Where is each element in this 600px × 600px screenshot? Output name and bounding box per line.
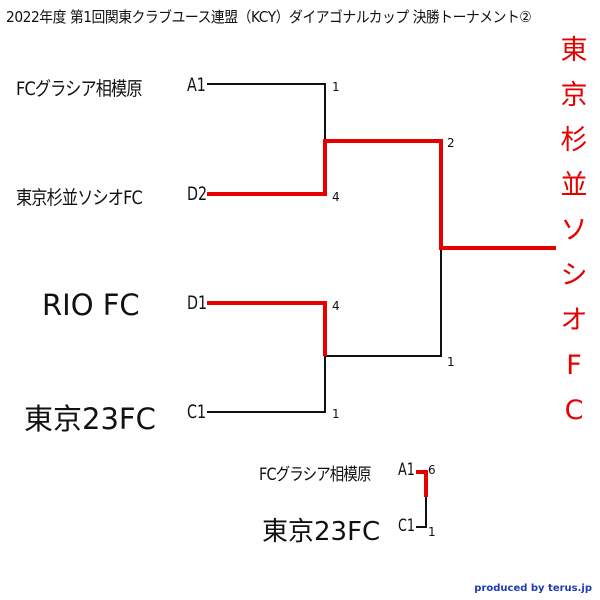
team-seed: A1 <box>187 74 206 96</box>
team-name: RIO FC <box>42 288 140 322</box>
score: 1 <box>332 407 340 421</box>
champion-char: 京 <box>560 80 588 111</box>
champion-char: オ <box>560 305 588 336</box>
team-name: FCグラシア相模原 <box>259 465 371 485</box>
line-team1 <box>207 83 326 141</box>
team-name: 東京23FC <box>262 517 381 547</box>
score: 1 <box>447 355 455 369</box>
score: 1 <box>428 525 436 539</box>
line-team4 <box>207 356 326 413</box>
team-seed: A1 <box>398 460 415 480</box>
credit-text: produced by terus.jp <box>474 583 592 594</box>
score: 1 <box>332 80 340 94</box>
line-final-lower <box>325 248 442 357</box>
score: 6 <box>428 463 436 477</box>
score: 4 <box>332 190 340 204</box>
champion-name: 東 京 杉 並 ソ シ オ F C <box>556 28 592 433</box>
score: 2 <box>447 136 455 150</box>
score: 4 <box>332 299 340 313</box>
team-seed: D1 <box>187 292 208 314</box>
team-seed: C1 <box>398 516 416 536</box>
team-name: 東京杉並ソシオFC <box>16 187 143 209</box>
champion-char: 並 <box>560 170 588 201</box>
team-seed: C1 <box>187 401 207 423</box>
team-seed: D2 <box>187 183 208 205</box>
win-line-team2 <box>207 139 556 250</box>
win-line-third-top <box>416 470 428 497</box>
champion-char: 杉 <box>560 125 588 156</box>
champion-char: 東 <box>560 35 588 66</box>
page-title: 2022年度 第1回関東クラブユース連盟（KCY）ダイアゴナルカップ 決勝トーナ… <box>6 8 532 26</box>
champion-char: ソ <box>560 215 588 246</box>
win-line-team3 <box>207 301 327 356</box>
champion-char: C <box>564 395 584 426</box>
team-name: 東京23FC <box>24 402 156 436</box>
champion-char: F <box>566 350 582 381</box>
champion-char: シ <box>560 260 588 291</box>
team-name: FCグラシア相模原 <box>16 78 143 100</box>
line-third-bottom <box>416 497 427 528</box>
